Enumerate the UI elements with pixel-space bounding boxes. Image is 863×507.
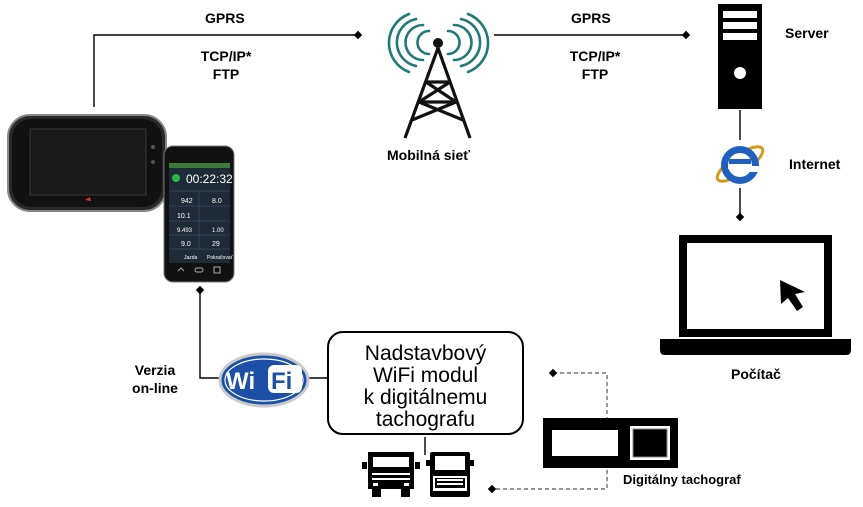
- link-left-gprs: GPRS: [205, 10, 245, 26]
- link-tachograph-module: [553, 372, 608, 420]
- wifi-logo-text-wi: Wi: [226, 368, 255, 395]
- phone-button-2: Pokračovať: [207, 255, 233, 261]
- online-version-label-line1: Verzia: [134, 362, 176, 378]
- phone-value-7: 29: [212, 241, 220, 248]
- wifi-module-box: Nadstavbový WiFi modul k digitálnemu tac…: [327, 331, 524, 435]
- server-icon: [718, 4, 762, 109]
- phone-value-1: 942: [181, 198, 193, 205]
- truck-icon: [362, 452, 420, 497]
- smartphone-icon: 00:22:32 942 8.0 10.1 9.493 1.00 9.0 29 …: [163, 145, 235, 283]
- link-tachograph-truck: [492, 470, 608, 490]
- phone-value-5: 1.00: [212, 228, 224, 234]
- link-right-gprs: GPRS: [571, 10, 611, 26]
- tachograph-icon: [543, 418, 678, 468]
- laptop-icon: [660, 235, 851, 355]
- link-tablet-antenna: [93, 34, 358, 107]
- wifi-logo-icon: Wi Fi: [218, 352, 310, 408]
- mobile-network-label: Mobilná sieť: [387, 147, 470, 163]
- link-right-protocol: TCP/IP*: [569, 48, 621, 64]
- link-left-protocol: TCP/IP*: [200, 48, 252, 64]
- wifi-module-line-3: k digitálnemu: [363, 386, 488, 409]
- phone-button-1: Jazda: [184, 255, 198, 261]
- link-left-ftp: FTP: [212, 66, 240, 82]
- truck-icon: [426, 452, 474, 497]
- phone-value-4: 9.493: [177, 228, 193, 234]
- wifi-module-line-4: tachografu: [375, 408, 476, 431]
- phone-value-2: 8.0: [212, 198, 222, 205]
- tablet-icon: [7, 114, 167, 212]
- server-label: Server: [785, 25, 829, 41]
- phone-value-3: 10.1: [177, 213, 191, 220]
- wifi-module-line-2: WiFi modul: [372, 364, 478, 387]
- wifi-module-line-1: Nadstavbový: [364, 342, 487, 365]
- phone-time: 00:22:32: [186, 172, 233, 186]
- link-phone-wifi: [199, 291, 226, 379]
- internet-explorer-icon: [715, 145, 765, 184]
- link-right-ftp: FTP: [581, 66, 609, 82]
- antenna-icon: [387, 12, 490, 139]
- phone-value-6: 9.0: [181, 241, 191, 248]
- wifi-logo-text-fi: Fi: [271, 368, 292, 395]
- computer-label: Počítač: [731, 366, 781, 382]
- internet-label: Internet: [789, 156, 841, 172]
- online-version-label-line2: on-line: [132, 380, 178, 396]
- dashed-connectors: [492, 372, 608, 490]
- tachograph-label: Digitálny tachograf: [623, 472, 741, 487]
